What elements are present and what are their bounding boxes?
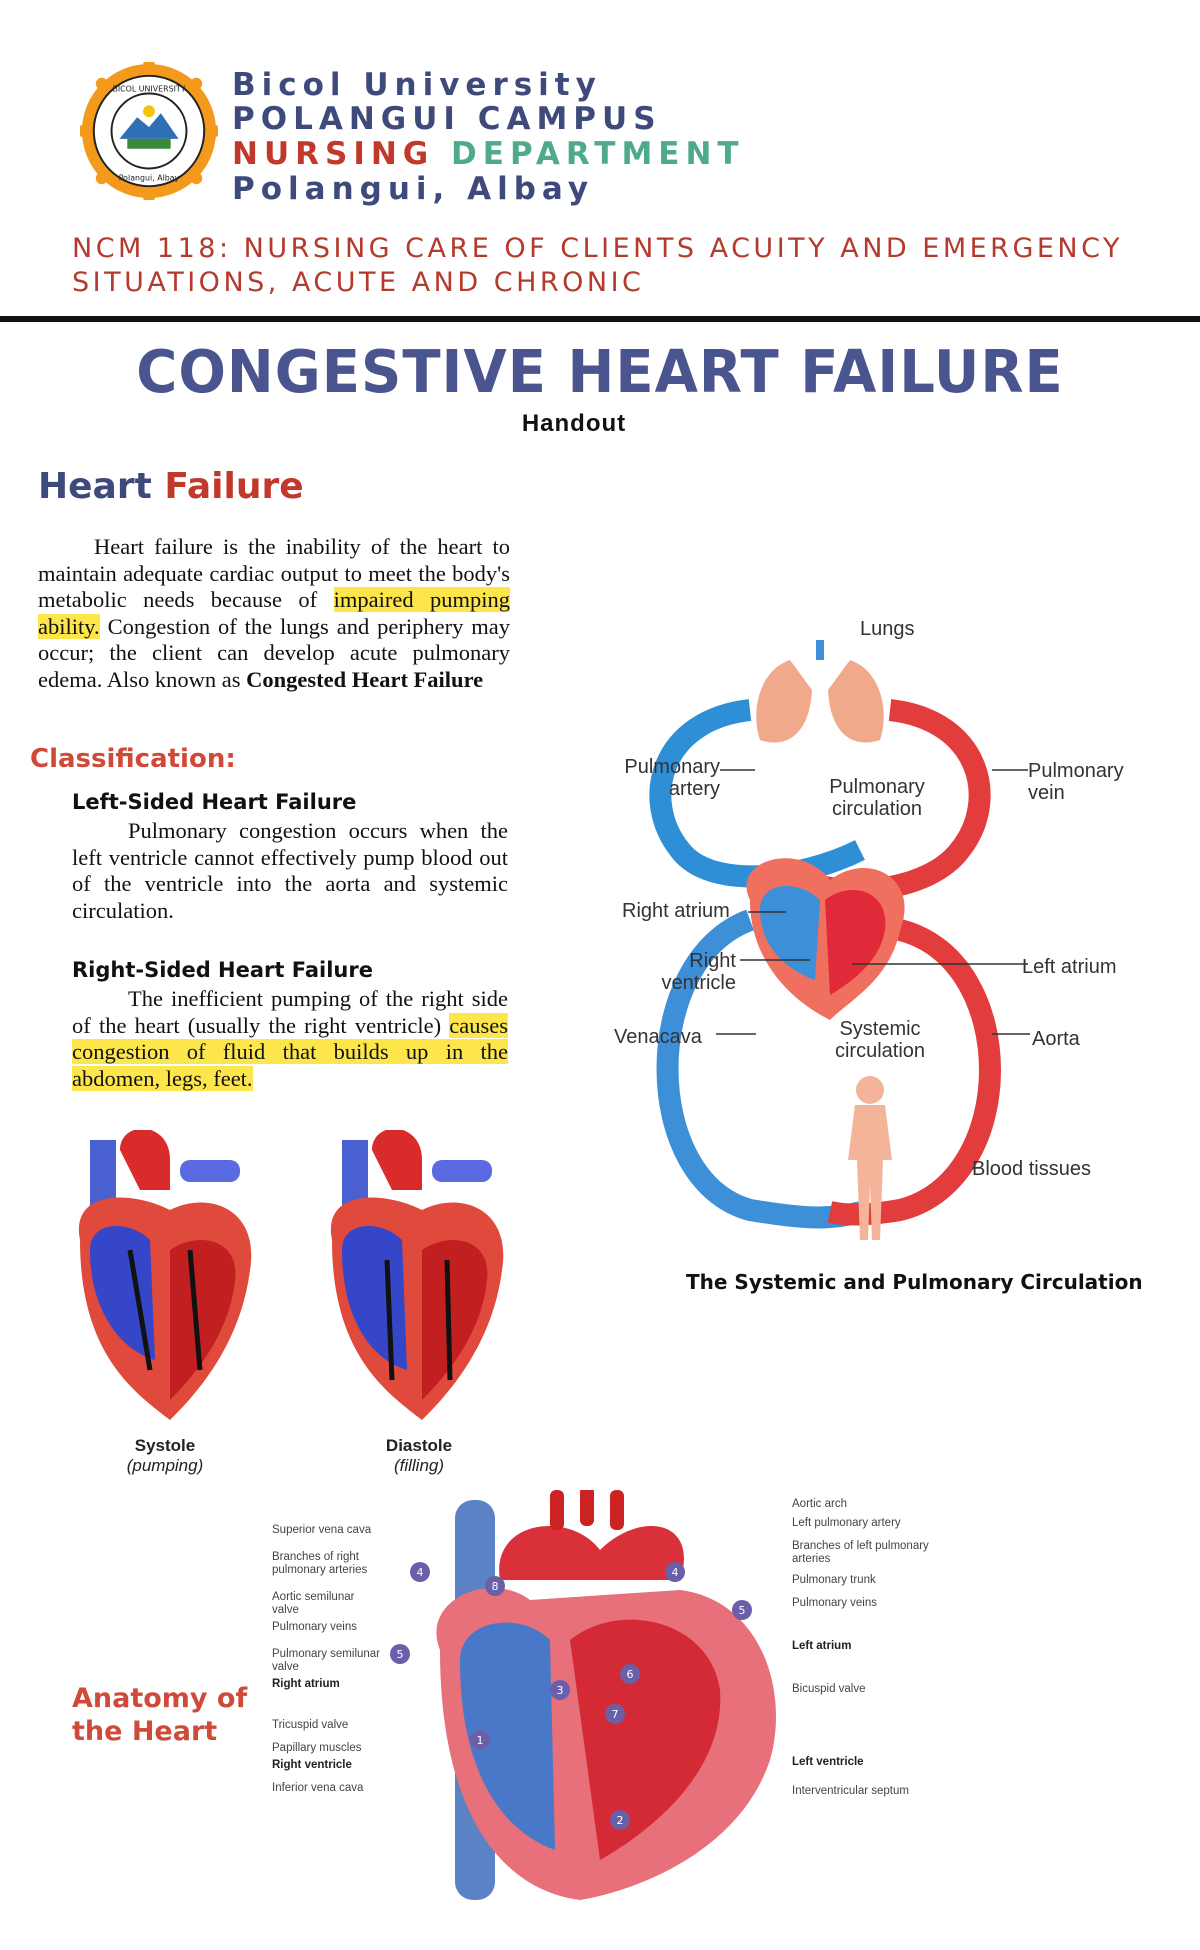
intro-bold: Congested Heart Failure <box>246 666 484 692</box>
anatomy-label-superior-vena-cava: Superior vena cava <box>272 1524 372 1536</box>
course-title-line-2: SITUATIONS, ACUTE AND CHRONIC <box>72 267 645 298</box>
anatomy-label-left-pulmonary-artery: Left pulmonary artery <box>792 1517 901 1529</box>
circulation-caption: The Systemic and Pulmonary Circulation <box>686 1270 1143 1294</box>
anatomy-label-pulmonary-valve: Pulmonary semilunar valve <box>272 1648 381 1673</box>
section-title-word-1: Heart <box>38 466 152 507</box>
anatomy-label-tricuspid-valve: Tricuspid valve <box>272 1719 349 1731</box>
right-sided-text: The inefficient pumping of the right sid… <box>72 986 508 1092</box>
classification-heading: Classification: <box>30 744 236 774</box>
left-sided-heading: Left-Sided Heart Failure <box>72 790 357 814</box>
anatomy-label-papillary-muscles: Papillary muscles <box>272 1742 362 1754</box>
anatomy-label-aortic-valve: Aortic semilunar valve <box>272 1591 355 1616</box>
anatomy-label-pulmonary-trunk: Pulmonary trunk <box>792 1574 876 1586</box>
anatomy-label-right-atrium: Right atrium <box>272 1678 340 1690</box>
course-title-line-1: NCM 118: NURSING CARE OF CLIENTS ACUITY … <box>72 233 1123 264</box>
anatomy-label-right-pulmonary-arteries: Branches of right pulmonary arteries <box>272 1551 368 1576</box>
logo-text-top: BICOL UNIVERSITY <box>112 85 185 94</box>
anatomy-label-inferior-vena-cava: Inferior vena cava <box>272 1782 364 1794</box>
diastole-caption: Diastole(filling) <box>385 1436 453 1475</box>
svg-text:4: 4 <box>417 1566 424 1579</box>
svg-text:3: 3 <box>557 1684 564 1697</box>
label-right-atrium: Right atrium <box>622 900 730 922</box>
svg-text:2: 2 <box>617 1814 624 1827</box>
anatomy-label-left-ventricle: Left ventricle <box>792 1756 864 1768</box>
circulation-diagram <box>649 640 1030 1240</box>
campus-name: POLANGUI CAMPUS <box>232 101 662 137</box>
svg-text:4: 4 <box>672 1566 679 1579</box>
label-left-atrium: Left atrium <box>1022 956 1117 978</box>
label-blood-tissues: Blood tissues <box>972 1158 1091 1180</box>
label-aorta: Aorta <box>1032 1028 1080 1050</box>
systole-heart-illustration <box>78 1130 252 1420</box>
logo-text-bottom: Polangui, Albay <box>119 173 180 182</box>
right-sided-heading: Right-Sided Heart Failure <box>72 958 373 982</box>
svg-text:5: 5 <box>739 1604 746 1617</box>
right-sided-text-body: The inefficient pumping of the right sid… <box>72 986 508 1038</box>
anatomy-right-labels: Aortic arch Left pulmonary artery Branch… <box>792 1498 932 1798</box>
intro-paragraph: Heart failure is the inability of the he… <box>38 534 510 693</box>
section-title: Heart Failure <box>38 466 304 507</box>
header-divider <box>0 316 1200 322</box>
label-venacava: Venacava <box>614 1026 702 1048</box>
svg-text:6: 6 <box>627 1668 634 1681</box>
anatomy-label-pulmonary-veins-right: Pulmonary veins <box>792 1597 878 1609</box>
course-title: NCM 118: NURSING CARE OF CLIENTS ACUITY … <box>72 232 1132 300</box>
lungs-shape <box>756 660 884 743</box>
left-sided-text: Pulmonary congestion occurs when the lef… <box>72 818 508 923</box>
anatomy-number-markers: 1 2 3 4 4 5 5 6 7 8 <box>390 1562 752 1830</box>
heart-anatomy-illustration: 1 2 3 4 4 5 5 6 7 8 <box>390 1490 776 1900</box>
section-title-word-2: Failure <box>164 466 304 507</box>
anatomy-label-left-pulmonary-branches: Branches of left pulmonary arteries <box>792 1540 929 1565</box>
anatomy-label-pulmonary-veins-left: Pulmonary veins <box>272 1621 358 1633</box>
label-lungs: Lungs <box>860 618 915 640</box>
svg-text:5: 5 <box>397 1648 404 1661</box>
page-title: CONGESTIVE HEART FAILURE <box>136 338 1064 407</box>
department-name: NURSING DEPARTMENT <box>232 137 745 171</box>
anatomy-label-interventricular-septum: Interventricular septum <box>792 1785 909 1797</box>
svg-text:7: 7 <box>612 1708 619 1721</box>
intro-text-1: Heart failure is the inability of the he… <box>38 534 510 612</box>
svg-text:8: 8 <box>492 1580 499 1593</box>
anatomy-left-labels: Superior vena cava Branches of right pul… <box>272 1524 382 1795</box>
anatomy-label-left-atrium: Left atrium <box>792 1640 852 1652</box>
anatomy-label-right-ventricle: Right ventricle <box>272 1759 352 1771</box>
anatomy-label-aortic-arch: Aortic arch <box>792 1498 847 1510</box>
university-seal-logo: BICOL UNIVERSITY Polangui, Albay <box>80 62 218 200</box>
body-silhouette <box>848 1076 892 1240</box>
systole-caption: Systole(pumping) <box>126 1436 204 1475</box>
department-word-nursing: NURSING <box>232 136 435 172</box>
diastole-heart-illustration <box>330 1130 504 1420</box>
university-name: Bicol University <box>232 67 602 103</box>
location: Polangui, Albay <box>232 171 595 207</box>
department-word-department: DEPARTMENT <box>451 136 745 172</box>
anatomy-label-bicuspid-valve: Bicuspid valve <box>792 1683 866 1695</box>
page-subtitle: Handout <box>521 410 627 437</box>
intro-text-2: Congestion of the lungs and periphery ma… <box>38 613 510 692</box>
svg-text:1: 1 <box>477 1734 484 1747</box>
